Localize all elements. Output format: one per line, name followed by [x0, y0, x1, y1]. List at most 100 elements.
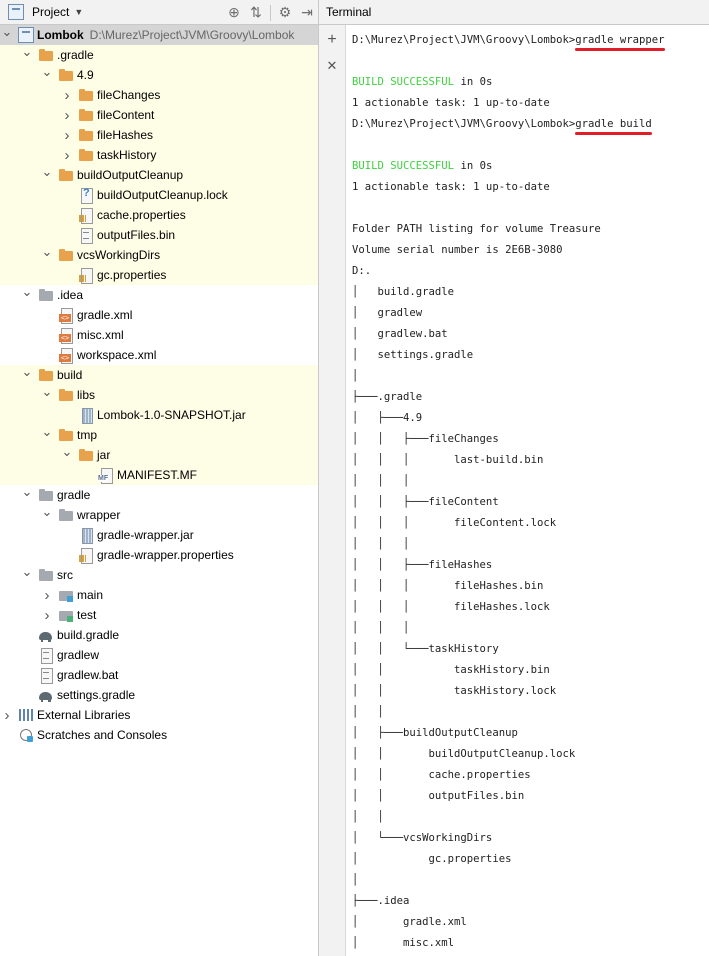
tree-item[interactable]: › taskHistory: [0, 145, 318, 165]
chevron-down-icon[interactable]: ⌄: [1, 24, 13, 39]
tree-item[interactable]: ›gradle.xml: [0, 305, 318, 325]
tree-item[interactable]: ›buildOutputCleanup.lock: [0, 185, 318, 205]
tree-item-label: main: [77, 588, 104, 602]
chevron-down-icon[interactable]: ⌄: [41, 504, 53, 519]
tree-item[interactable]: ⌄.gradle: [0, 44, 318, 65]
terminal-output[interactable]: D:\Murez\Project\JVM\Groovy\Lombok>gradl…: [352, 30, 709, 954]
tree-item[interactable]: › fileChanges: [0, 85, 318, 105]
tree-item[interactable]: ›External Libraries: [0, 705, 318, 725]
panel-splitter[interactable]: [318, 0, 319, 956]
terminal-line: ├───.gradle: [352, 391, 423, 403]
tree-item-label: gradle-wrapper.jar: [97, 528, 194, 542]
terminal-line: │ │ │ last-build.bin: [352, 454, 544, 466]
tree-item[interactable]: ›gradlew: [0, 645, 318, 665]
terminal-line: D:\Murez\Project\JVM\Groovy\Lombok>gradl…: [352, 114, 709, 135]
tree-item[interactable]: ›fileContent: [0, 105, 318, 125]
props-icon: [78, 207, 94, 224]
tree-item-label: fileChanges: [97, 88, 161, 102]
tree-item-label: src: [57, 568, 73, 582]
chevron-down-icon[interactable]: ⌄: [41, 424, 53, 439]
tree-item[interactable]: ⌄gradle: [0, 484, 318, 505]
chevron-right-icon[interactable]: ›: [64, 146, 70, 164]
tree-item-label: tmp: [77, 428, 98, 442]
folder-icon: [58, 247, 74, 263]
locate-icon[interactable]: ⊕: [228, 4, 240, 20]
tree-item[interactable]: ⌄build: [0, 364, 318, 385]
tree-item[interactable]: ⌄4.9: [0, 64, 318, 85]
tree-item-label: taskHistory: [97, 148, 157, 162]
chevron-down-icon[interactable]: ⌄: [21, 484, 33, 499]
file-icon: [38, 667, 54, 684]
tree-item[interactable]: ›gradle-wrapper.jar: [0, 525, 318, 545]
new-session-icon[interactable]: +: [327, 31, 337, 48]
project-view-selector[interactable]: Project ▼: [0, 0, 89, 25]
chevron-down-icon[interactable]: ⌄: [41, 384, 53, 399]
terminal-line: │ │ cache.properties: [352, 769, 531, 781]
tree-item-label: buildOutputCleanup: [77, 168, 184, 182]
folder-icon: [58, 67, 74, 83]
tree-item[interactable]: ›settings.gradle: [0, 685, 318, 705]
tree-item-label: gc.properties: [97, 268, 167, 282]
tree-item[interactable]: ›test: [0, 605, 318, 625]
tree-item[interactable]: ⌄ tmp: [0, 424, 318, 445]
chevron-down-icon[interactable]: ⌄: [21, 44, 33, 59]
tree-item[interactable]: ›Lombok-1.0-SNAPSHOT.jar: [0, 405, 318, 425]
tree-item[interactable]: ›misc.xml: [0, 325, 318, 345]
chevron-down-icon: ▼: [74, 7, 84, 17]
tree-item[interactable]: › main: [0, 585, 318, 605]
terminal-line: │: [352, 370, 359, 382]
chevron-down-icon[interactable]: ⌄: [21, 564, 33, 579]
tree-item[interactable]: ⌄jar: [0, 444, 318, 465]
chevron-right-icon[interactable]: ›: [64, 106, 70, 124]
header-divider: [270, 4, 271, 21]
chevron-right-icon[interactable]: ›: [4, 706, 10, 724]
collapse-all-icon[interactable]: ⇅: [250, 4, 262, 20]
chevron-down-icon[interactable]: ⌄: [61, 444, 73, 459]
tree-item[interactable]: ›build.gradle: [0, 625, 318, 645]
chevron-down-icon[interactable]: ⌄: [41, 244, 53, 259]
xml-icon: [58, 307, 74, 324]
tree-item[interactable]: ›outputFiles.bin: [0, 225, 318, 245]
file-icon: [78, 227, 94, 244]
jar-icon: [78, 407, 94, 424]
tree-item[interactable]: ›workspace.xml: [0, 345, 318, 365]
hide-icon[interactable]: ⇥: [301, 4, 313, 20]
tree-item[interactable]: ›cache.properties: [0, 205, 318, 225]
chevron-right-icon[interactable]: ›: [44, 586, 50, 604]
prompt-path: D:\Murez\Project\JVM\Groovy\Lombok>: [352, 34, 576, 46]
tree-item[interactable]: ›MANIFEST.MF: [0, 465, 318, 485]
chevron-right-icon[interactable]: ›: [64, 126, 70, 144]
chevron-down-icon[interactable]: ⌄: [41, 64, 53, 79]
tree-item[interactable]: ⌄wrapper: [0, 504, 318, 525]
tree-item[interactable]: ⌄vcsWorkingDirs: [0, 244, 318, 265]
tree-item[interactable]: ›gradlew.bat: [0, 665, 318, 685]
folder-icon: [78, 447, 94, 463]
close-session-icon[interactable]: ✕: [326, 58, 338, 73]
tree-item[interactable]: ⌄libs: [0, 384, 318, 405]
tree-item[interactable]: ›gc.properties: [0, 265, 318, 285]
terminal-line: [352, 51, 709, 72]
tree-item-label: Lombok-1.0-SNAPSHOT.jar: [97, 408, 246, 422]
chevron-down-icon[interactable]: ⌄: [41, 164, 53, 179]
terminal-line: │ │ └───taskHistory: [352, 643, 499, 655]
tree-item-label: MANIFEST.MF: [117, 468, 197, 482]
prompt-path: D:\Murez\Project\JVM\Groovy\Lombok>: [352, 118, 576, 130]
tree-item[interactable]: ⌄.idea: [0, 284, 318, 305]
chevron-down-icon[interactable]: ⌄: [21, 364, 33, 379]
terminal-line: │ │ outputFiles.bin: [352, 790, 525, 802]
chevron-down-icon[interactable]: ⌄: [21, 284, 33, 299]
tree-item-path: D:\Murez\Project\JVM\Groovy\Lombok: [89, 28, 295, 42]
tree-item[interactable]: ⌄ src: [0, 564, 318, 585]
tree-item[interactable]: ›Scratches and Consoles: [0, 725, 318, 745]
tree-item[interactable]: ⌄ buildOutputCleanup: [0, 164, 318, 185]
chevron-right-icon[interactable]: ›: [44, 606, 50, 624]
tree-item[interactable]: ›fileHashes: [0, 125, 318, 145]
gear-icon[interactable]: ⚙: [278, 4, 292, 20]
folder-icon: [78, 147, 94, 163]
chevron-right-icon[interactable]: ›: [64, 86, 70, 104]
tree-item[interactable]: ›gradle-wrapper.properties: [0, 545, 318, 565]
tree-item-label: gradlew: [57, 648, 100, 662]
terminal-line: │ gradle.xml: [352, 916, 467, 928]
